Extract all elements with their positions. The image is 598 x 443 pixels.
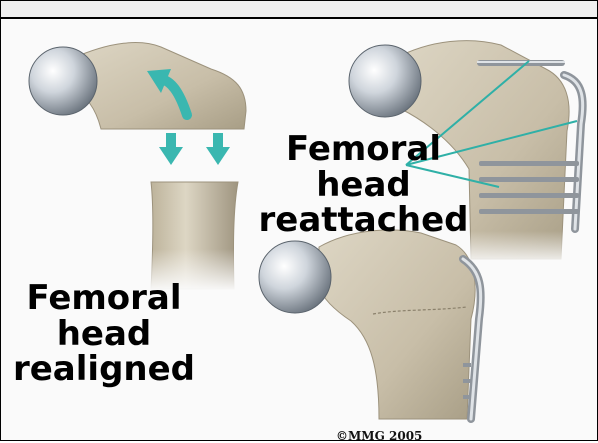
cortical-screw — [479, 209, 579, 214]
label-line: Femoral — [256, 132, 471, 168]
label-line: Femoral — [9, 281, 199, 317]
blade-screw — [477, 60, 565, 66]
down-arrow-icon — [206, 133, 230, 165]
label-line: head — [9, 317, 199, 353]
label-line: realigned — [9, 352, 199, 388]
illustration-stage: Femoral head realigned Femoral head reat… — [1, 19, 597, 440]
left-femoral-shaft-fragment — [141, 182, 246, 291]
down-arrow-icon — [159, 133, 183, 165]
left-femoral-head-fragment — [29, 43, 246, 129]
cortical-screw — [479, 161, 579, 166]
cortical-screw — [479, 193, 579, 198]
femoral-head-realigned-label: Femoral head realigned — [9, 281, 199, 388]
label-line: reattached — [256, 203, 471, 239]
top-bar — [1, 1, 597, 19]
label-line: head — [256, 168, 471, 204]
healed-femur — [259, 230, 475, 419]
cortical-screw — [479, 177, 579, 182]
femoral-head-reattached-label: Femoral head reattached — [256, 132, 471, 239]
